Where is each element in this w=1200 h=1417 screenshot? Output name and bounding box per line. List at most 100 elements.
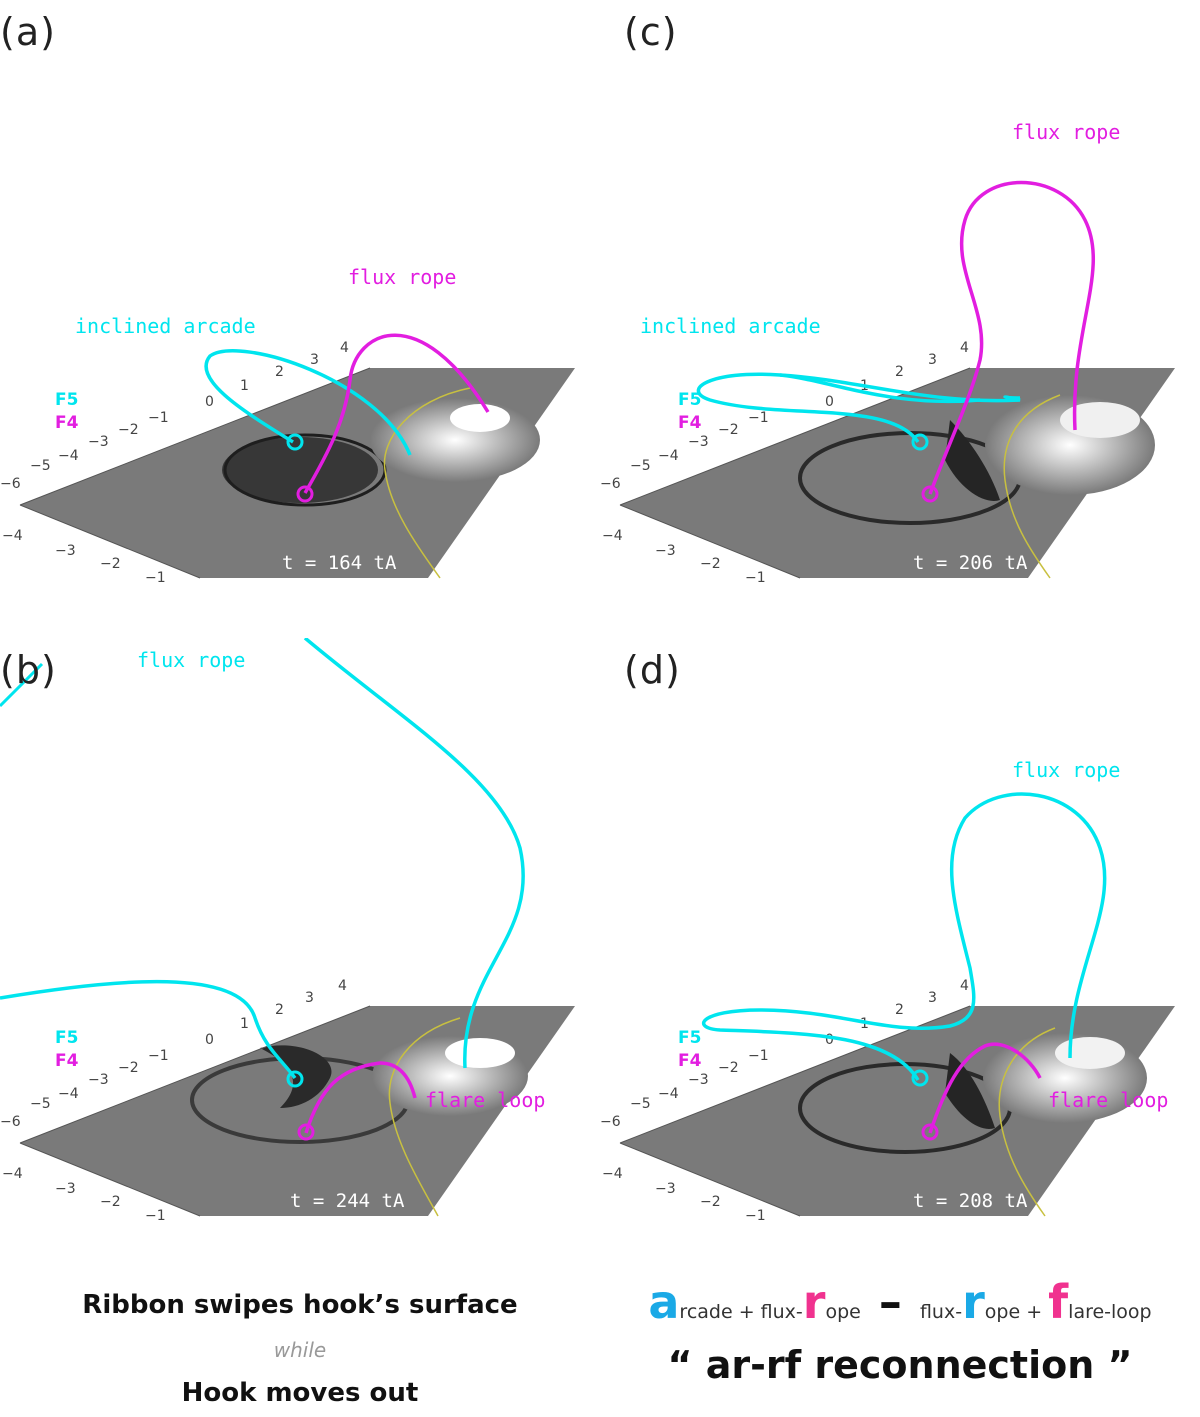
x-axis [619, 504, 801, 579]
flux-rope-line [303, 333, 490, 494]
panel-label: (b) [0, 648, 57, 692]
y-tick: −2 [718, 422, 739, 438]
y-tick: −6 [0, 476, 21, 492]
y-tick: 2 [275, 364, 284, 380]
y-tick: 3 [928, 352, 937, 368]
y-tick: 0 [825, 394, 834, 410]
panel-b-plot: −6 −5 −4 −3 −2 −1 0 1 2 3 4 −4 −3 −2 −1 [0, 638, 575, 1224]
x-tick: −1 [145, 1208, 166, 1224]
eq-text: lare-loop [1068, 1301, 1152, 1323]
x-tick: −2 [100, 1194, 121, 1210]
polarity-inversion-line [1003, 394, 1061, 579]
y-tick: −1 [748, 410, 769, 426]
x-tick: −4 [602, 1166, 623, 1182]
reconnection-title: “ ar-rf reconnection ” [667, 1343, 1133, 1387]
x-ticks: −4 −3 −2 −1 [2, 1166, 166, 1224]
y-tick: 3 [928, 990, 937, 1006]
f4-footpoint-marker [921, 485, 939, 503]
y-tick: −3 [688, 1072, 709, 1088]
f4-label: F4 [55, 1051, 79, 1071]
f5-label: F5 [678, 390, 702, 410]
y-tick: −2 [718, 1060, 739, 1076]
y-ticks: −6 −5 −4 −3 −2 −1 0 1 2 3 4 [600, 978, 969, 1130]
panel-d: −6 −5 −4 −3 −2 −1 0 1 2 3 4 −4 −3 −2 −1 … [600, 638, 1200, 1238]
flux-rope-label: flux rope [137, 648, 246, 672]
flare-loop-label: flare loop [425, 1088, 546, 1112]
flare-loop-label: flare loop [1048, 1088, 1169, 1112]
y-tick: 2 [895, 1002, 904, 1018]
y-axis [619, 367, 971, 506]
reconnection-equation: arcade + flux-rope – flux-rope + flare-l… [600, 1275, 1200, 1329]
panel-a: −6 −5 −4 −3 −2 −1 0 1 2 3 4 −4 −3 −2 −1 … [0, 0, 600, 600]
x-tick: −3 [55, 543, 76, 559]
bright-core [1060, 402, 1140, 438]
y-tick: −4 [58, 1086, 79, 1102]
y-tick: −3 [88, 434, 109, 450]
eq-arrow: – [878, 1275, 902, 1329]
panel-b: −6 −5 −4 −3 −2 −1 0 1 2 3 4 −4 −3 −2 −1 … [0, 638, 600, 1238]
caption-connector: while [273, 1338, 327, 1362]
y-tick: 1 [860, 1016, 869, 1032]
y-tick: −5 [30, 1096, 51, 1112]
eq-letter: a [648, 1275, 680, 1329]
caption-line: Hook moves out [181, 1378, 419, 1408]
time-label: t = 164 tA [282, 552, 397, 574]
f5-label: F5 [55, 1028, 79, 1048]
y-tick: −6 [0, 1114, 21, 1130]
y-tick: −3 [88, 1072, 109, 1088]
y-tick: −6 [600, 476, 621, 492]
flux-rope-line [928, 180, 1096, 495]
caption-left: Ribbon swipes hook’s surface while Hook … [0, 1290, 600, 1408]
y-tick: 0 [825, 1032, 834, 1048]
y-tick: 4 [960, 978, 969, 994]
x-tick: −4 [602, 528, 623, 544]
f4-footpoint-marker [296, 485, 314, 503]
eq-plus: + [738, 1301, 755, 1323]
flux-rope-label: flux rope [1012, 120, 1121, 144]
y-tick: −5 [30, 458, 51, 474]
f5-footpoint-marker [286, 1070, 304, 1088]
y-tick: −1 [148, 1048, 169, 1064]
f4-label: F4 [678, 413, 702, 433]
f5-footpoint-marker [911, 1069, 929, 1087]
flux-rope-line [0, 662, 44, 708]
x-tick: −2 [100, 556, 121, 572]
bright-core [450, 404, 510, 432]
eq-letter: f [1048, 1275, 1069, 1329]
x-tick: −3 [655, 1181, 676, 1197]
eq-text: rcade [679, 1301, 733, 1323]
inclined-arcade-line [779, 373, 981, 404]
x-tick: −1 [145, 570, 166, 586]
panel-c-plot: −6 −5 −4 −3 −2 −1 0 1 2 3 4 −4 −3 −2 −1 [600, 180, 1175, 586]
y-ticks: −6 −5 −4 −3 −2 −1 0 1 2 3 4 [0, 340, 349, 492]
panel-c: −6 −5 −4 −3 −2 −1 0 1 2 3 4 −4 −3 −2 −1 … [600, 0, 1200, 600]
y-tick: 4 [960, 340, 969, 356]
f5-footpoint-marker [911, 433, 929, 451]
f5-footpoint-marker [286, 433, 304, 451]
x-axis [619, 1142, 801, 1217]
f4-label: F4 [55, 413, 79, 433]
y-tick: −1 [148, 410, 169, 426]
x-tick: −1 [745, 1208, 766, 1224]
x-tick: −3 [655, 543, 676, 559]
panel-label: (d) [624, 648, 681, 692]
f4-label: F4 [678, 1051, 702, 1071]
x-axis [19, 1142, 201, 1217]
f4-footpoint-marker [921, 1123, 939, 1141]
panel-label: (c) [624, 10, 678, 54]
x-tick: −2 [700, 1194, 721, 1210]
y-tick: −2 [118, 422, 139, 438]
y-tick: 3 [310, 352, 319, 368]
y-tick: 2 [275, 1002, 284, 1018]
panel-a-plot: −6 −5 −4 −3 −2 −1 0 1 2 3 4 −4 −3 −2 −1 [0, 333, 575, 586]
x-tick: −4 [2, 528, 23, 544]
x-ticks: −4 −3 −2 −1 [602, 1166, 766, 1224]
dark-polarity [945, 420, 1000, 501]
x-tick: −1 [745, 570, 766, 586]
y-tick: 0 [205, 1032, 214, 1048]
y-tick: 0 [205, 394, 214, 410]
eq-text: ope [825, 1301, 861, 1323]
flux-rope-line [701, 792, 1107, 1081]
y-tick: 3 [305, 990, 314, 1006]
flux-rope-label: flux rope [348, 265, 457, 289]
